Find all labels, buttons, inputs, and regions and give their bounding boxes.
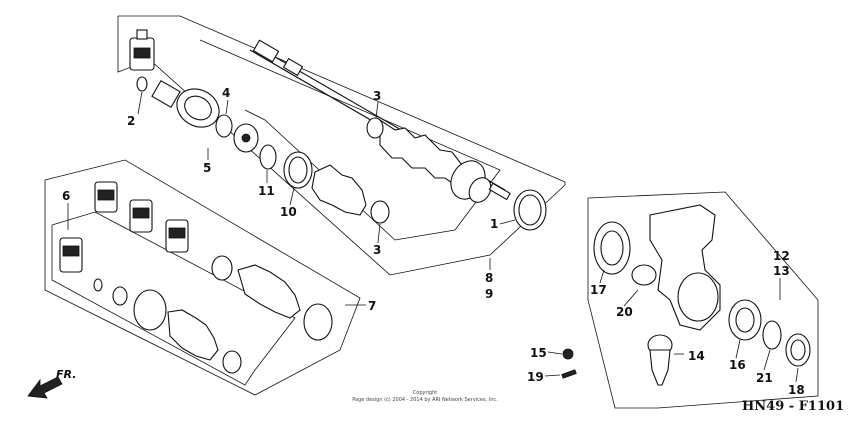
callout-21: 21 xyxy=(756,371,773,385)
callout-17: 17 xyxy=(590,283,607,297)
callout-4: 4 xyxy=(222,86,230,100)
callout-7: 7 xyxy=(368,299,376,313)
inner-boot-kit-outline xyxy=(199,39,501,241)
knuckle-assembly xyxy=(561,204,811,386)
callout-11: 11 xyxy=(258,184,275,198)
callout-9: 9 xyxy=(485,287,493,301)
callout-8: 8 xyxy=(485,271,493,285)
callout-18: 18 xyxy=(788,383,805,397)
knuckle-outline xyxy=(587,191,819,409)
callout-6: 6 xyxy=(62,189,70,203)
left-boot-kit xyxy=(93,255,333,374)
callout-labels: 1 2 3 3 4 5 6 7 8 9 10 11 12 13 14 15 16… xyxy=(62,86,805,397)
inner-joint-assembly xyxy=(151,79,259,153)
left-kit-outline xyxy=(44,159,361,396)
grease-bottles-left xyxy=(59,181,189,273)
grease-bottle-upper xyxy=(129,29,155,71)
callout-1: 1 xyxy=(490,217,498,231)
group-outlines xyxy=(44,15,819,409)
callout-13: 13 xyxy=(773,264,790,278)
copyright-line-2: Page design (c) 2004 - 2014 by ARI Netwo… xyxy=(352,397,498,403)
upper-assembly-outline xyxy=(117,15,566,276)
front-direction-arrow: FR. xyxy=(27,368,76,399)
callout-2: 2 xyxy=(127,114,135,128)
callout-19: 19 xyxy=(527,370,544,384)
front-arrow-icon xyxy=(27,376,63,399)
reference-code: HN49 - F1101 xyxy=(742,399,844,414)
set-ring-11 xyxy=(259,144,277,170)
callout-3-upper: 3 xyxy=(373,89,381,103)
left-inner-kit-outline xyxy=(51,211,296,386)
callout-5: 5 xyxy=(203,161,211,175)
callout-12: 12 xyxy=(773,249,790,263)
callout-14: 14 xyxy=(688,349,705,363)
snap-ring-2 xyxy=(136,76,148,92)
callout-10: 10 xyxy=(280,205,297,219)
front-arrow-label: FR. xyxy=(56,368,76,381)
callout-16: 16 xyxy=(729,358,746,372)
callout-3-lower: 3 xyxy=(373,243,381,257)
copyright-line-1: Copyright xyxy=(413,390,437,396)
leader-lines xyxy=(67,91,799,383)
inner-boot-group xyxy=(283,117,547,231)
callout-15: 15 xyxy=(530,346,547,360)
callout-20: 20 xyxy=(616,305,633,319)
